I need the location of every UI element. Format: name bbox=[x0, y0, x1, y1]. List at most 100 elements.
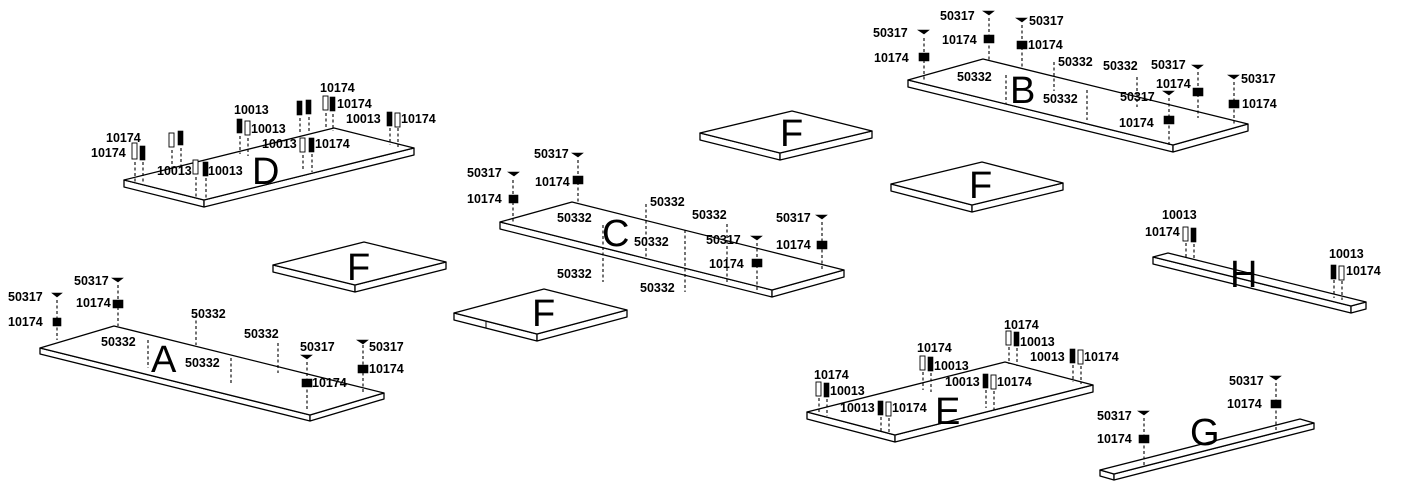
part-label: 50332 bbox=[957, 70, 992, 84]
panel-e-top bbox=[806, 361, 1094, 436]
part-label: 10174 bbox=[106, 131, 141, 145]
part-label: 10174 bbox=[1004, 318, 1039, 332]
part-label: 50332 bbox=[634, 235, 669, 249]
part-label: 10174 bbox=[467, 192, 502, 206]
part-label: 50317 bbox=[467, 166, 502, 180]
part-label: 50332 bbox=[557, 267, 592, 281]
part-label: 50317 bbox=[369, 340, 404, 354]
part-label: 50332 bbox=[101, 335, 136, 349]
panel-a-letter: A bbox=[151, 339, 177, 381]
part-label: 10013 bbox=[1162, 208, 1197, 222]
part-label: 50317 bbox=[873, 26, 908, 40]
panel-g: G 50317 50317 10174 10174 bbox=[1097, 374, 1315, 481]
panel-a-hardware bbox=[51, 277, 369, 410]
panel-c-letter: C bbox=[602, 213, 629, 255]
part-label: 10174 bbox=[337, 97, 372, 111]
part-label: 10174 bbox=[76, 296, 111, 310]
panel-f-2-letter: F bbox=[532, 293, 555, 335]
part-label: 10174 bbox=[535, 175, 570, 189]
panel-g-hardware bbox=[1137, 375, 1282, 466]
part-label: 10013 bbox=[157, 164, 192, 178]
panel-g-top bbox=[1099, 418, 1315, 475]
panel-f-4: F bbox=[890, 161, 1064, 213]
part-label: 10174 bbox=[91, 146, 126, 160]
panel-e-letter: E bbox=[935, 391, 960, 433]
panel-c-top bbox=[499, 201, 845, 291]
part-label: 50332 bbox=[692, 208, 727, 222]
part-label: 10174 bbox=[369, 362, 404, 376]
part-label: 10174 bbox=[776, 238, 811, 252]
part-label: 50317 bbox=[1229, 374, 1264, 388]
part-label: 50317 bbox=[940, 9, 975, 23]
part-label: 10174 bbox=[1227, 397, 1262, 411]
part-label: 10174 bbox=[709, 257, 744, 271]
panel-a-top bbox=[39, 325, 385, 416]
part-label: 50332 bbox=[185, 356, 220, 370]
part-label: 10013 bbox=[208, 164, 243, 178]
panel-h-hardware bbox=[1182, 226, 1345, 300]
part-label: 10174 bbox=[892, 401, 927, 415]
part-label: 10174 bbox=[1156, 77, 1191, 91]
part-label: 50317 bbox=[1151, 58, 1186, 72]
part-label: 10174 bbox=[917, 341, 952, 355]
part-label: 10013 bbox=[1030, 350, 1065, 364]
panel-f-2-top bbox=[453, 288, 628, 335]
part-label: 50332 bbox=[1043, 92, 1078, 106]
part-label: 50317 bbox=[74, 274, 109, 288]
panel-e: E 10174 10174 10013 10013 10174 10013 10… bbox=[806, 318, 1119, 443]
panel-f-3-letter: F bbox=[780, 113, 803, 155]
part-label: 50317 bbox=[1120, 90, 1155, 104]
panel-f-4-letter: F bbox=[969, 165, 992, 207]
panel-b: B 50317 50317 50317 10174 10174 10174 50… bbox=[873, 9, 1277, 153]
panel-d-letter: D bbox=[252, 151, 279, 193]
part-label: 50332 bbox=[640, 281, 675, 295]
panel-c: C 50317 50317 10174 10174 50332 50332 50… bbox=[467, 147, 845, 298]
panel-f-4-top bbox=[890, 161, 1064, 206]
part-label: 10013 bbox=[1020, 335, 1055, 349]
part-label: 10013 bbox=[251, 122, 286, 136]
part-label: 50332 bbox=[191, 307, 226, 321]
part-label: 50332 bbox=[650, 195, 685, 209]
panel-f-3-top bbox=[699, 110, 873, 154]
part-label: 10174 bbox=[1084, 350, 1119, 364]
part-label: 10174 bbox=[942, 33, 977, 47]
part-label: 50332 bbox=[244, 327, 279, 341]
panel-f-1: F bbox=[272, 241, 447, 293]
part-label: 50332 bbox=[557, 211, 592, 225]
part-label: 10174 bbox=[1346, 264, 1381, 278]
panel-h-top bbox=[1152, 252, 1367, 307]
part-label: 10174 bbox=[1242, 97, 1277, 111]
panel-f-3: F bbox=[699, 110, 873, 161]
part-label: 10174 bbox=[1097, 432, 1132, 446]
part-label: 10013 bbox=[262, 137, 297, 151]
part-label: 50317 bbox=[300, 340, 335, 354]
panel-f-2: F bbox=[453, 288, 628, 342]
panel-b-hardware bbox=[917, 10, 1240, 145]
part-label: 10013 bbox=[1329, 247, 1364, 261]
panel-g-letter: G bbox=[1190, 412, 1220, 454]
panel-h: H 10013 10013 10174 10174 bbox=[1145, 208, 1381, 314]
part-label: 50317 bbox=[8, 290, 43, 304]
part-label: 10013 bbox=[346, 112, 381, 126]
part-label: 50317 bbox=[1029, 14, 1064, 28]
part-label: 10013 bbox=[830, 384, 865, 398]
part-label: 50332 bbox=[1103, 59, 1138, 73]
panel-d-hardware bbox=[131, 95, 401, 200]
part-label: 10174 bbox=[874, 51, 909, 65]
part-label: 10013 bbox=[934, 359, 969, 373]
panel-f-1-top bbox=[272, 241, 447, 286]
panel-e-hardware bbox=[815, 330, 1084, 434]
part-label: 10174 bbox=[997, 375, 1032, 389]
part-label: 50317 bbox=[534, 147, 569, 161]
part-label: 10174 bbox=[1145, 225, 1180, 239]
part-label: 10013 bbox=[945, 375, 980, 389]
part-label: 10174 bbox=[8, 315, 43, 329]
panel-c-hardware bbox=[507, 152, 828, 292]
part-label: 10174 bbox=[814, 368, 849, 382]
part-label: 10174 bbox=[312, 376, 347, 390]
part-label: 50317 bbox=[1097, 409, 1132, 423]
panel-d: D 10174 10174 10013 10013 10013 10013 10… bbox=[91, 81, 436, 208]
panel-b-top bbox=[907, 58, 1249, 146]
part-label: 10013 bbox=[234, 103, 269, 117]
part-label: 50332 bbox=[1058, 55, 1093, 69]
